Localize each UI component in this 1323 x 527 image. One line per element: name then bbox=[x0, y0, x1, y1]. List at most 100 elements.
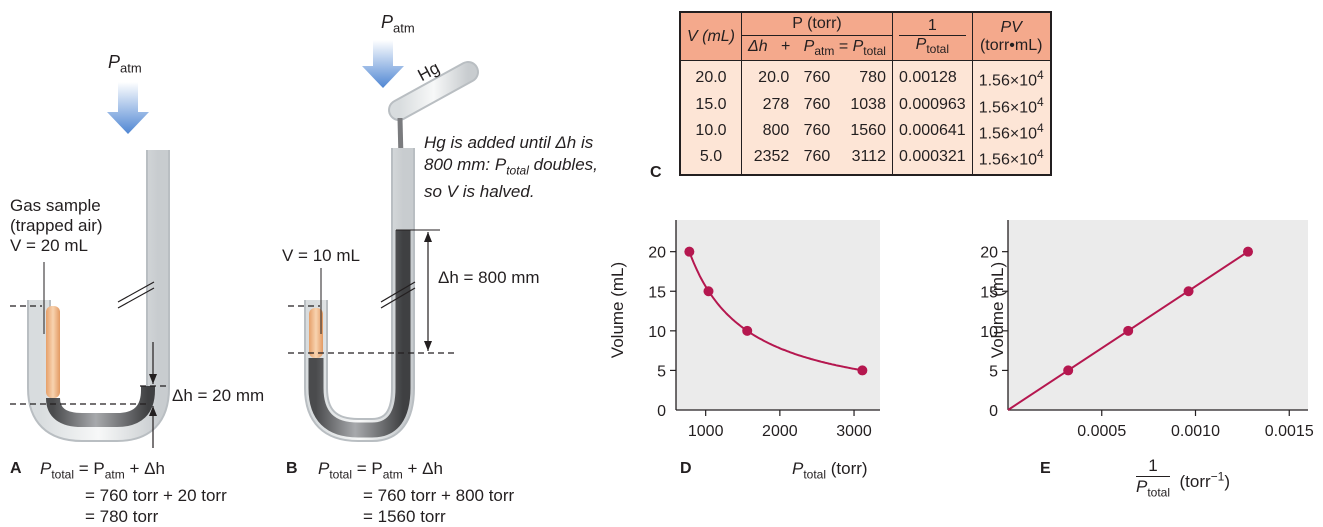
patm-p-b: P bbox=[381, 12, 394, 32]
eq-sub-atm: atm bbox=[104, 467, 125, 482]
cell-pv: 1.56×104 bbox=[971, 91, 1051, 118]
cell-pv-base: 1.56×10 bbox=[978, 125, 1037, 143]
cell-pv-base: 1.56×10 bbox=[978, 98, 1037, 116]
cell-pv-base: 1.56×10 bbox=[978, 151, 1037, 169]
manometer-diagrams bbox=[10, 40, 479, 448]
data-point bbox=[742, 325, 753, 336]
arrow-icon-b bbox=[362, 40, 404, 88]
cell-inv: 0.000963 bbox=[891, 91, 973, 118]
patm-label-b: Patm bbox=[381, 12, 415, 39]
equation-a: Ptotal = Patm + Δh = 760 torr + 20 torr … bbox=[40, 458, 227, 527]
cell-pv-exp: 4 bbox=[1036, 120, 1044, 135]
xlabel-e-unit: (torr bbox=[1179, 472, 1211, 492]
v-label-b: V = 10 mL bbox=[282, 246, 360, 265]
equation-b-line-3: = 1560 torr bbox=[363, 507, 446, 527]
y-tick-label: 20 bbox=[980, 245, 998, 262]
cell-pv-exp: 4 bbox=[1036, 94, 1044, 109]
note-sub: total bbox=[506, 163, 529, 178]
cell-v: 10.0 bbox=[680, 117, 742, 145]
xlabel-e-exp: −1 bbox=[1210, 469, 1225, 484]
xlabel-e-den-sub: total bbox=[1147, 485, 1171, 500]
plot-area bbox=[1008, 220, 1308, 410]
u-tube-a bbox=[27, 150, 170, 442]
header-inv-den-p: P bbox=[915, 36, 927, 53]
header-inv-den-sub: total bbox=[926, 42, 950, 57]
gas-line-1: Gas sample bbox=[10, 196, 101, 215]
equation-b: Ptotal = Patm + Δh = 760 torr + 800 torr… bbox=[318, 458, 514, 527]
xlabel-d-sub: total bbox=[803, 467, 827, 482]
equation-b-line-2: = 760 torr + 800 torr bbox=[363, 486, 515, 506]
gas-line-3: V = 20 mL bbox=[10, 236, 88, 255]
xlabel-d-rest: (torr) bbox=[826, 459, 868, 478]
header-pv-unit: (torr•mL) bbox=[979, 36, 1043, 54]
header-v-text: V (mL) bbox=[687, 27, 735, 45]
eq-p: P bbox=[40, 459, 52, 478]
note-line-2: 800 mm: Ptotal doubles, bbox=[424, 154, 598, 181]
patm-sub-b: atm bbox=[393, 20, 415, 36]
cell-pv: 1.56×104 bbox=[971, 60, 1051, 92]
cell-v: 20.0 bbox=[680, 60, 742, 92]
cell-v: 15.0 bbox=[680, 91, 742, 118]
y-tick-label: 10 bbox=[980, 324, 998, 341]
table-body: 20.0 20.0 760 780 0.00128 1.56×104 15.0 … bbox=[680, 60, 1051, 175]
table-row: 5.0 2352 760 3112 0.000321 1.56×104 bbox=[680, 144, 1051, 175]
note-line-3: so V is halved. bbox=[424, 182, 535, 202]
eq-sub-total: total bbox=[51, 467, 75, 482]
gas-sample-label: Gas sample (trapped air) V = 20 mL bbox=[10, 196, 103, 256]
x-tick-label: 1000 bbox=[688, 423, 724, 440]
note-line-1: Hg is added until Δh is bbox=[424, 133, 594, 152]
plot-area bbox=[676, 220, 880, 410]
header-v: V (mL) bbox=[680, 12, 742, 62]
cell-dh: 800 bbox=[741, 117, 796, 145]
header-plus: + bbox=[780, 38, 791, 55]
cell-dh: 20.0 bbox=[741, 60, 796, 92]
xlabel-e-num: 1 bbox=[1136, 456, 1171, 477]
eq-part: = P bbox=[74, 459, 105, 478]
panel-letter-a: A bbox=[10, 460, 22, 477]
cell-patm: 760 bbox=[795, 91, 839, 118]
cell-inv: 0.000321 bbox=[891, 144, 973, 175]
cell-pv: 1.56×104 bbox=[971, 117, 1051, 145]
xlabel-e: 1 Ptotal (torr−1) bbox=[1136, 456, 1230, 502]
panel-letter-b: B bbox=[286, 460, 298, 477]
data-point bbox=[857, 365, 868, 376]
data-point bbox=[684, 246, 695, 257]
header-inv: 1 Ptotal bbox=[891, 12, 973, 62]
cell-inv: 0.000641 bbox=[891, 117, 973, 145]
header-p: P (torr) bbox=[741, 12, 893, 36]
data-point bbox=[1123, 325, 1134, 336]
equation-a-line-2: = 760 torr + 20 torr bbox=[85, 486, 227, 506]
patm-p: P bbox=[108, 52, 121, 72]
xlabel-d-p: P bbox=[792, 459, 804, 478]
eq-b-p: P bbox=[318, 459, 330, 478]
eq-b-part: = P bbox=[352, 459, 383, 478]
cell-patm: 760 bbox=[795, 144, 839, 175]
header-patm: P bbox=[803, 38, 815, 55]
data-point bbox=[703, 286, 714, 297]
xlabel-e-close: ) bbox=[1224, 472, 1231, 492]
cell-ptot: 1038 bbox=[838, 91, 893, 118]
header-pv-text: PV bbox=[1000, 18, 1022, 36]
pressure-volume-table: V (mL) P (torr) 1 Ptotal PV (torr•mL) Δh… bbox=[679, 11, 1052, 176]
dh-label-a: Δh = 20 mm bbox=[172, 386, 265, 405]
header-inv-num: 1 bbox=[898, 17, 966, 36]
cell-ptot: 3112 bbox=[838, 144, 893, 175]
table-row: 10.0 800 760 1560 0.000641 1.56×104 bbox=[680, 117, 1051, 145]
header-sum: Δh + Patm = Ptotal bbox=[741, 34, 893, 62]
x-tick-label: 0.0010 bbox=[1171, 423, 1220, 440]
eq-b-sub-total: total bbox=[329, 467, 353, 482]
header-patm-sub: atm bbox=[814, 44, 835, 59]
cell-inv: 0.00128 bbox=[891, 60, 973, 92]
equation-a-line-3: = 780 torr bbox=[85, 507, 159, 527]
cell-pv-exp: 4 bbox=[1036, 68, 1044, 83]
y-tick-label: 15 bbox=[648, 284, 666, 301]
hg-note: Hg is added until Δh is 800 mm: Ptotal d… bbox=[424, 132, 598, 203]
header-pv: PV (torr•mL) bbox=[971, 12, 1051, 62]
y-tick-label: 5 bbox=[989, 363, 998, 380]
y-tick-label: 0 bbox=[989, 403, 998, 420]
x-tick-label: 0.0005 bbox=[1077, 423, 1126, 440]
panel-letter-c: C bbox=[650, 164, 662, 181]
equation-a-line-1: Ptotal = Patm + Δh bbox=[40, 458, 227, 485]
